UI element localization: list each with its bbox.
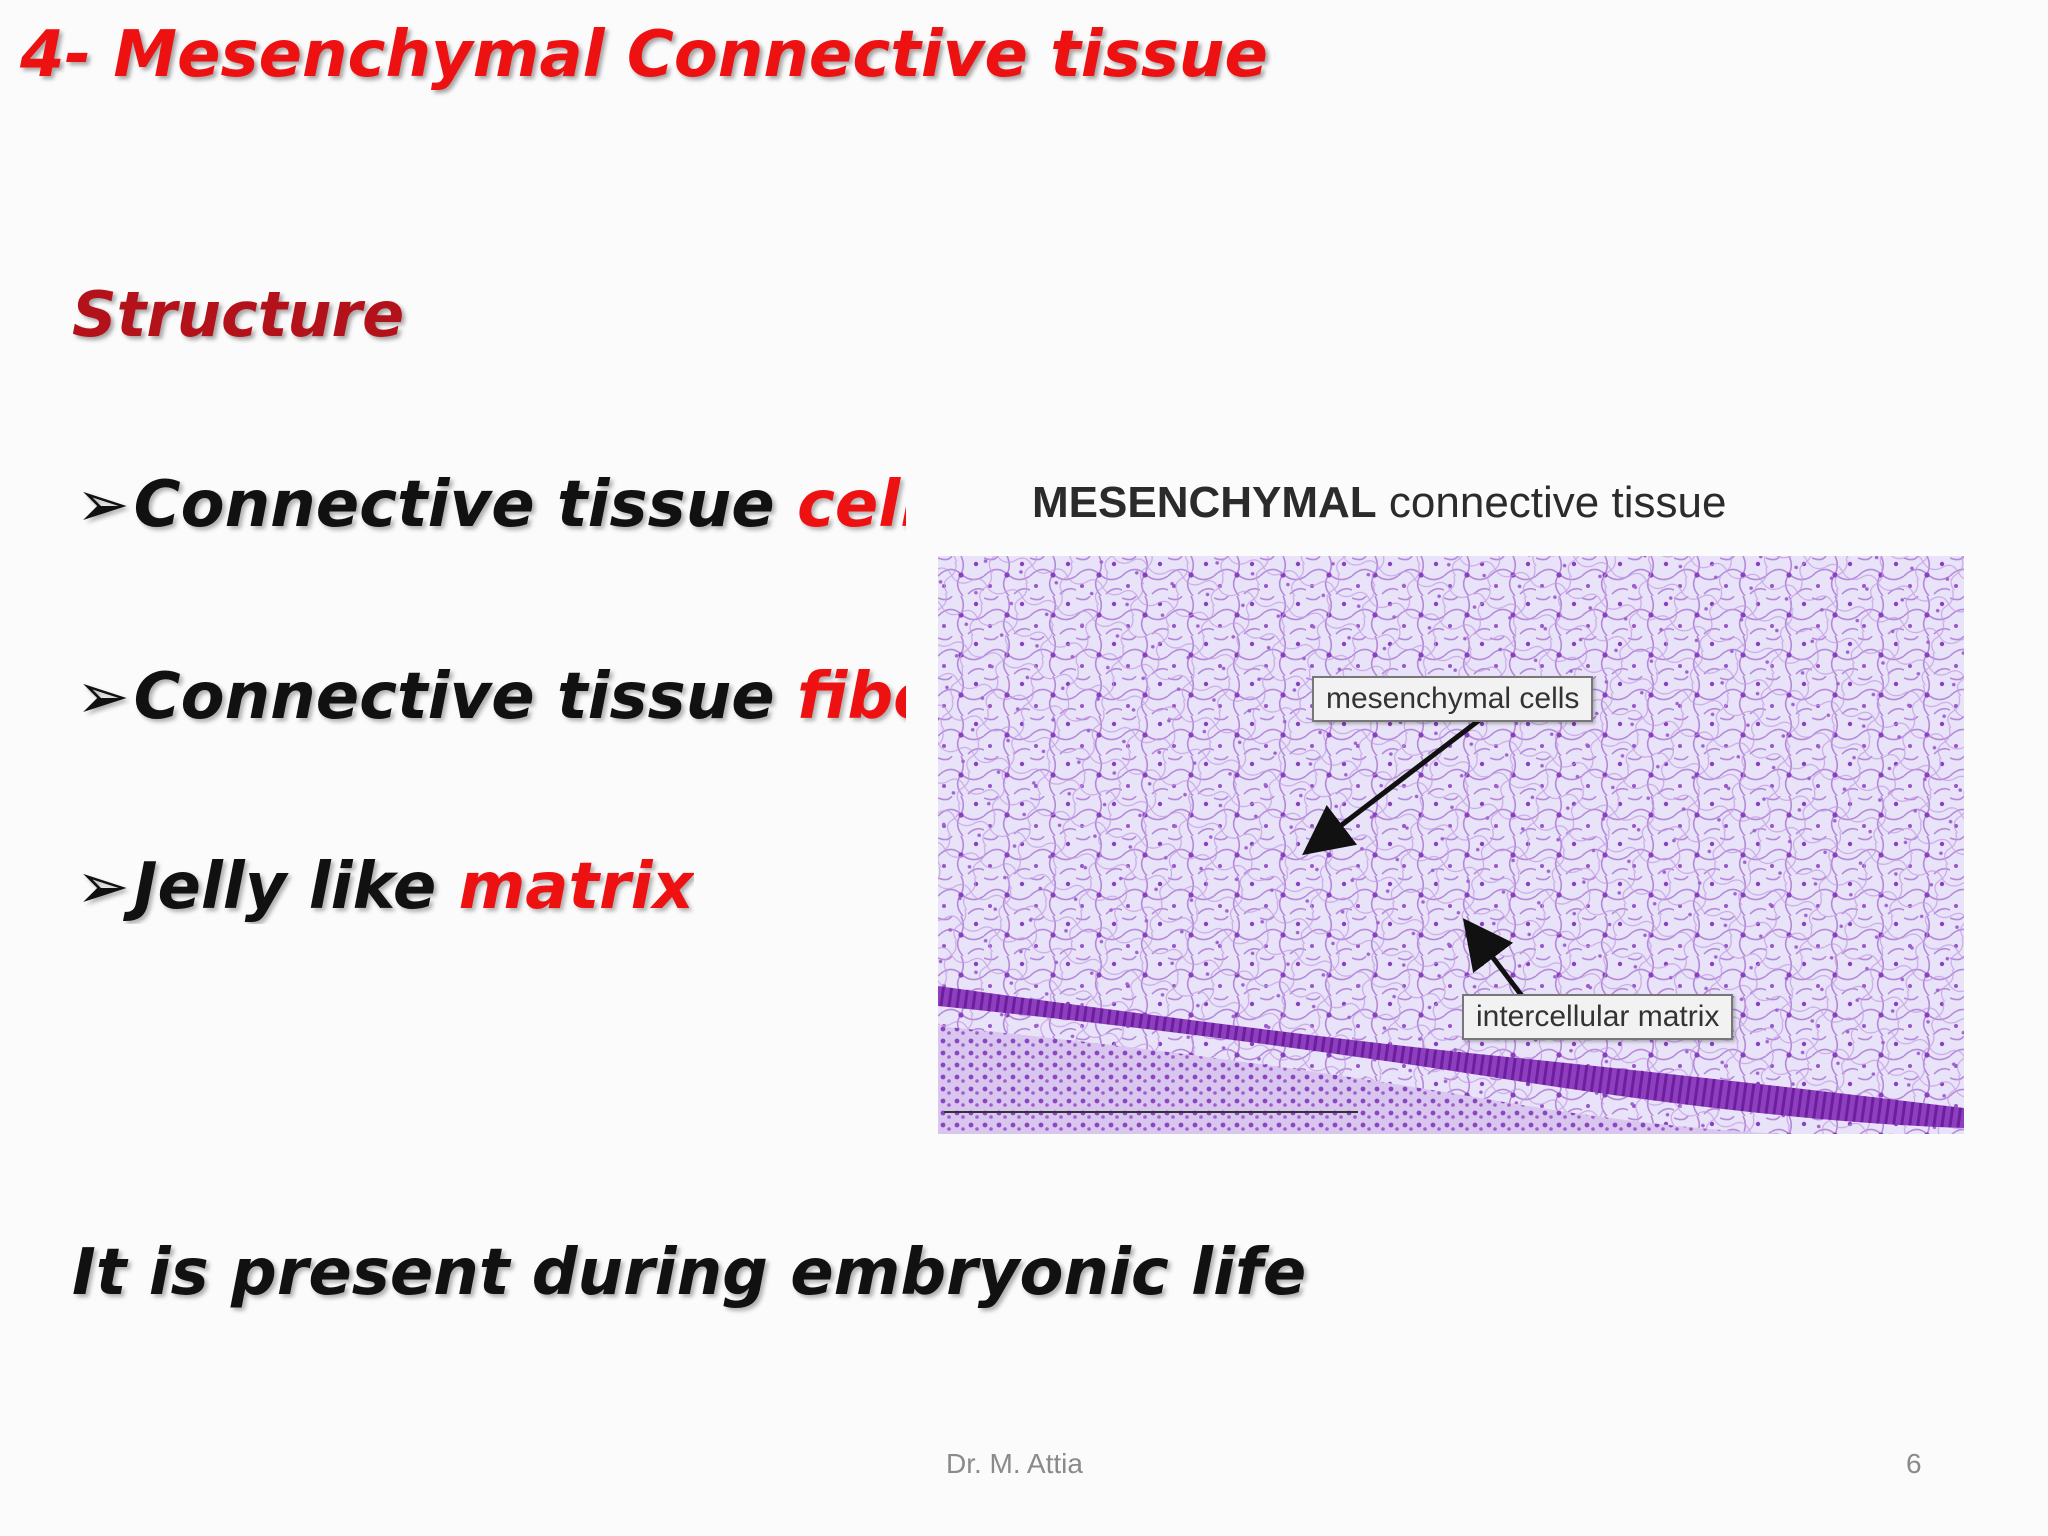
slide-title: 4- Mesenchymal Connective tissue <box>20 18 1268 92</box>
bullet-emphasis: matrix <box>458 850 694 924</box>
embryonic-statement: It is present during embryonic life <box>72 1236 1307 1310</box>
label-mesenchymal-cells: mesenchymal cells <box>1312 676 1594 722</box>
bullet-text: Connective tissue <box>133 468 797 542</box>
bullet-emphasis: fibers <box>796 660 906 734</box>
bullet-text: Jelly like <box>133 850 459 924</box>
micrograph-image <box>938 556 1964 1134</box>
bullet-fibers: ➢Connective tissue fibers <box>76 660 906 734</box>
bullet-arrow-icon: ➢ <box>76 660 130 734</box>
bullet-cells: ➢Connective tissue cells <box>76 468 906 542</box>
figure-title-rest: connective tissue <box>1376 478 1727 527</box>
bullet-matrix: ➢Jelly like matrix <box>76 850 694 924</box>
page-number: 6 <box>1906 1448 1922 1479</box>
section-heading: Structure <box>72 278 405 351</box>
figure-title: MESENCHYMAL connective tissue <box>1032 478 1726 528</box>
figure-title-bold: MESENCHYMAL <box>1032 478 1377 527</box>
bullet-arrow-icon: ➢ <box>76 468 130 542</box>
histology-micrograph: mesenchymal cells intercellular matrix <box>938 556 1964 1134</box>
bullet-emphasis: cells <box>796 468 906 542</box>
footer-author: Dr. M. Attia <box>946 1448 1083 1479</box>
bullet-text: Connective tissue <box>133 660 797 734</box>
bullet-arrow-icon: ➢ <box>76 850 130 924</box>
label-intercellular-matrix: intercellular matrix <box>1462 994 1734 1040</box>
